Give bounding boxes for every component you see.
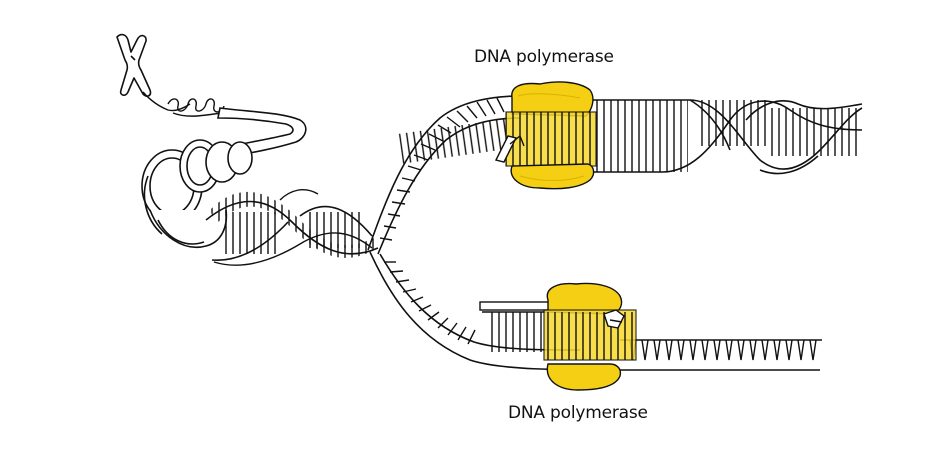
upper-fork-rungs: [379, 97, 505, 241]
chromosome-icon: [116, 33, 152, 97]
nucleotide-top: [494, 134, 525, 163]
dna-polymerase-label-top: DNA polymerase: [474, 47, 614, 67]
nucleosome-coil: [141, 139, 253, 249]
lower-fork-rungs: [384, 261, 476, 345]
double-helix-right: [592, 99, 863, 175]
double-helix-left: [205, 189, 379, 266]
lower-template-strand: [620, 339, 822, 361]
dna-polymerase-bottom: [543, 282, 637, 391]
nucleotide-bottom: [603, 309, 625, 329]
dna-polymerase-label-bottom: DNA polymerase: [508, 403, 648, 423]
dna-polymerase-top: [494, 81, 597, 190]
upper-strand-fork: [367, 95, 521, 255]
okazaki-fragment: [479, 301, 561, 352]
